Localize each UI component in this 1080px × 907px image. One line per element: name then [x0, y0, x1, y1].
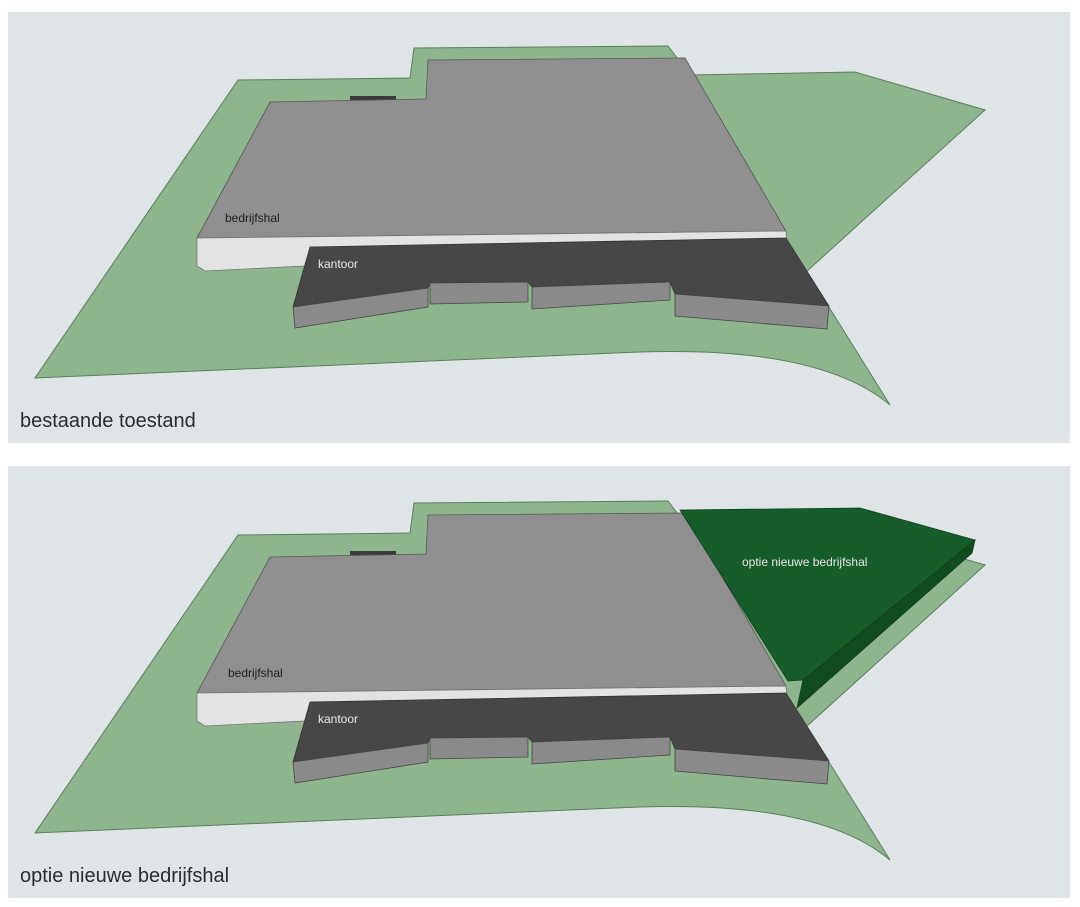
new-hall-roof	[679, 507, 976, 682]
office-label: kantoor	[318, 257, 358, 271]
panel-caption: bestaande toestand	[20, 410, 196, 432]
hall-label: bedrijfshal	[225, 211, 280, 225]
new-hall-label: optie nieuwe bedrijfshal	[742, 555, 867, 569]
office-label: kantoor	[318, 712, 358, 726]
hall-label: bedrijfshal	[228, 666, 283, 680]
panel-caption: optie nieuwe bedrijfshal	[20, 865, 229, 887]
